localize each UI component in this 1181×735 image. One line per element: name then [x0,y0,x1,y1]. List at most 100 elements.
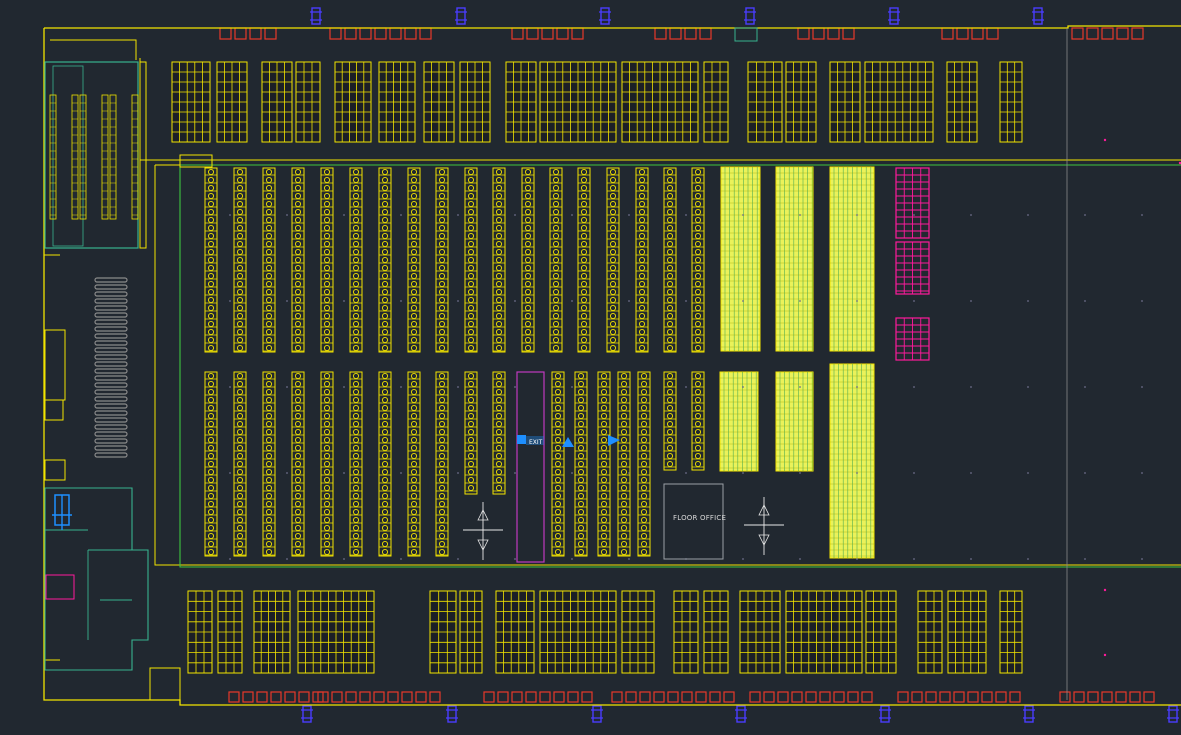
pallet-position [438,404,446,412]
wall-line [154,165,1181,566]
pallet-position [381,524,389,532]
pallet-position [638,272,646,280]
dock-door [539,691,551,703]
pallet-position [323,380,331,388]
pallet-position [381,224,389,232]
office-shelf-grid [72,102,78,216]
column-dot [343,558,345,560]
aisle-rack [435,167,449,353]
pallet-position [495,232,503,240]
pallet-position [207,428,215,436]
pallet-position [467,436,475,444]
pallet-position [666,208,674,216]
pallet-position [410,436,418,444]
pallet-position [666,312,674,320]
pallet-position [640,380,648,388]
pallet-position [620,492,628,500]
pallet-position [640,444,648,452]
pallet-position [207,264,215,272]
pallet-position [694,224,702,232]
pallet-position [694,200,702,208]
pallet-position [352,176,360,184]
pallet-position [467,460,475,468]
pallet-position [552,176,560,184]
pallet-position [236,516,244,524]
pallet-aisle [435,371,449,557]
aisle-rack [378,167,392,353]
pallet-position [381,508,389,516]
pallet-position [495,280,503,288]
pallet-position [524,192,532,200]
pallet-aisles-lower [204,371,705,563]
dock-leveler-mark [888,11,900,21]
pallet-position [554,412,562,420]
office-shelf [71,94,79,220]
pallet-aisle [617,371,631,557]
dock-door [1116,27,1129,40]
pallet-position [410,460,418,468]
pallet-position [495,404,503,412]
rack-bay-grid [460,591,482,673]
pallet-position [410,492,418,500]
pallet-position [640,452,648,460]
pallet-position [467,396,475,404]
pallet-position [580,312,588,320]
pallet-position [294,208,302,216]
pallet-position [666,296,674,304]
side-room [44,459,66,481]
pallet-position [577,412,585,420]
pallet-aisle [233,167,247,353]
dock-door [625,691,637,703]
pallet-position [352,200,360,208]
staging-slot [94,354,128,360]
pallet-position [236,304,244,312]
dock-door [298,691,310,703]
rack-bay [829,61,861,143]
pallet-position [694,288,702,296]
pallet-position [323,328,331,336]
column-dot [514,300,516,302]
pallet-position [600,372,608,380]
pallet-position [352,184,360,192]
pallet-position [580,192,588,200]
pallet-position [207,388,215,396]
pallet-position [577,468,585,476]
pallet-position [577,508,585,516]
pallet-position [694,320,702,328]
pallet-position [666,412,674,420]
pallet-position [609,248,617,256]
pallet-position [620,388,628,396]
pallet-position [524,320,532,328]
pallet-position [381,312,389,320]
pallet-position [410,484,418,492]
pallet-position [323,548,331,556]
pallet-position [236,412,244,420]
dock-door [387,691,399,703]
pallet-position [554,508,562,516]
pallet-position [352,372,360,380]
dock-door [483,691,495,703]
pallet-position [609,240,617,248]
office-area-left [44,61,149,671]
pallet-position [638,232,646,240]
pallet-position [609,264,617,272]
pallet-position [694,168,702,176]
pallet-position [265,184,273,192]
pallet-position [467,412,475,420]
dense-zone-lines [779,167,813,351]
pallet-position [524,256,532,264]
pallet-position [323,396,331,404]
rack-bay [217,590,243,674]
pallet-position [600,420,608,428]
pallet-position [294,412,302,420]
pallet-position [694,296,702,304]
restroom-fixtures [45,574,75,600]
pallet-position [323,436,331,444]
column-dot [685,386,687,388]
pallet-position [554,484,562,492]
pallet-position [438,176,446,184]
aisle-rack [617,371,631,557]
pallet-position [323,460,331,468]
floor-office[interactable]: FLOOR OFFICE [663,483,726,560]
column-dot [343,300,345,302]
